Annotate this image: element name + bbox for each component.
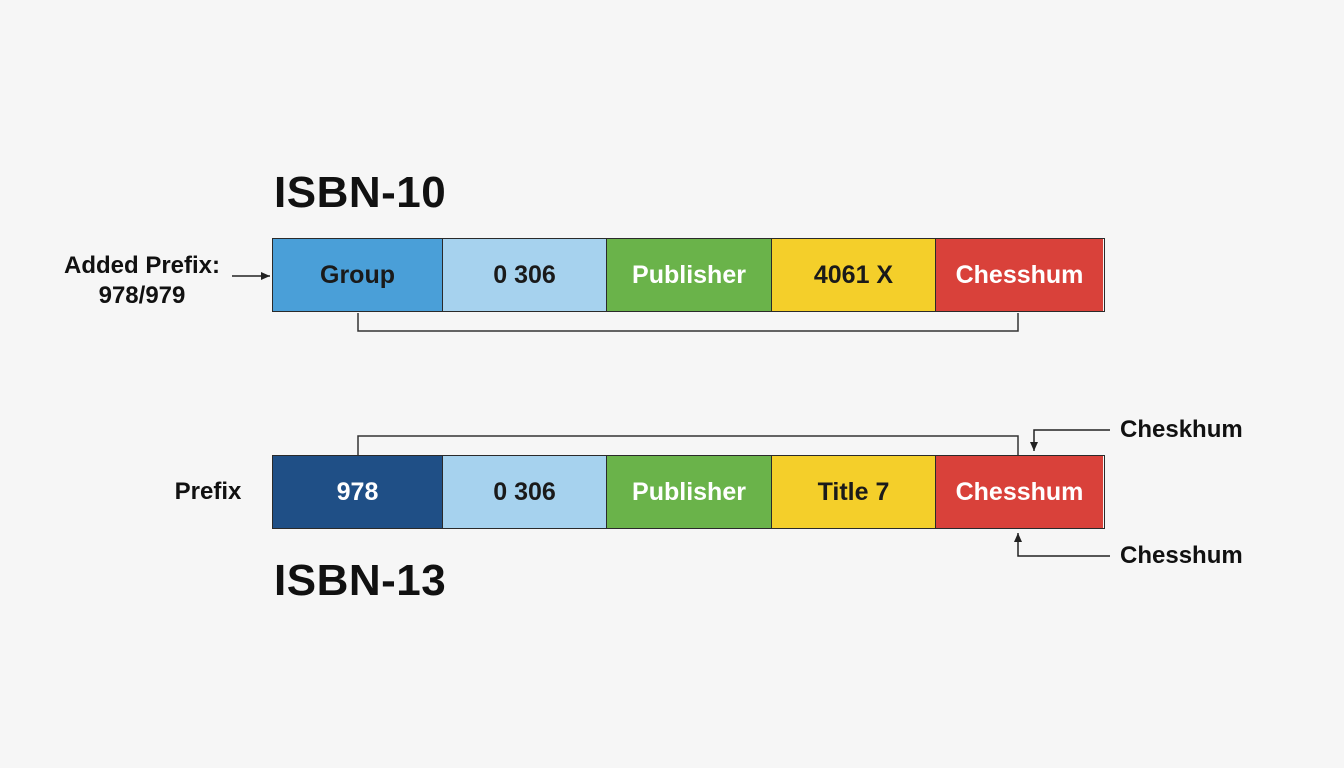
segment-label: 4061 X xyxy=(813,260,894,289)
segment-label: Chesshum xyxy=(955,477,1084,506)
isbn13-bracket xyxy=(357,435,1019,455)
callout-bottom-arrow xyxy=(1014,533,1110,557)
segment-label: Publisher xyxy=(632,260,746,289)
isbn13-segment-check: Chesshum xyxy=(936,456,1103,528)
segment-label: 0 306 xyxy=(493,260,556,289)
segment-label: Title 7 xyxy=(817,477,890,506)
added-prefix-label: Added Prefix: 978/979 xyxy=(52,251,232,311)
callout-bottom-label: Chesshum xyxy=(1120,542,1243,569)
segment-label: Group xyxy=(320,260,395,289)
prefix-label: Prefix xyxy=(174,478,242,505)
isbn10-segment-group: Group xyxy=(273,239,443,311)
added-prefix-label-line1: Added Prefix: xyxy=(63,252,221,279)
isbn10-segment-check: Chesshum xyxy=(936,239,1103,311)
isbn10-segment-title: 4061 X xyxy=(772,239,936,311)
isbn10-title: ISBN-10 xyxy=(274,168,447,217)
isbn10-segment-number: 0 306 xyxy=(443,239,607,311)
isbn13-segment-publisher: Publisher xyxy=(607,456,772,528)
segment-label: Publisher xyxy=(632,477,746,506)
segment-label: Chesshum xyxy=(955,260,1084,289)
segment-label: 0 306 xyxy=(493,477,556,506)
isbn10-bracket xyxy=(357,313,1019,332)
isbn10-segment-publisher: Publisher xyxy=(607,239,772,311)
callout-top-arrow xyxy=(1030,429,1110,451)
isbn13-segment-number: 0 306 xyxy=(443,456,607,528)
isbn13-segment-title: Title 7 xyxy=(772,456,936,528)
isbn13-segment-prefix: 978 xyxy=(273,456,443,528)
added-prefix-label-line2: 978/979 xyxy=(98,282,186,309)
isbn13-title: ISBN-13 xyxy=(274,556,447,605)
isbn10-bar: Group 0 306 Publisher 4061 X Chesshum xyxy=(272,238,1105,312)
callout-top-label: Cheskhum xyxy=(1120,416,1243,443)
isbn13-bar: 978 0 306 Publisher Title 7 Chesshum xyxy=(272,455,1105,529)
segment-label: 978 xyxy=(336,477,379,506)
